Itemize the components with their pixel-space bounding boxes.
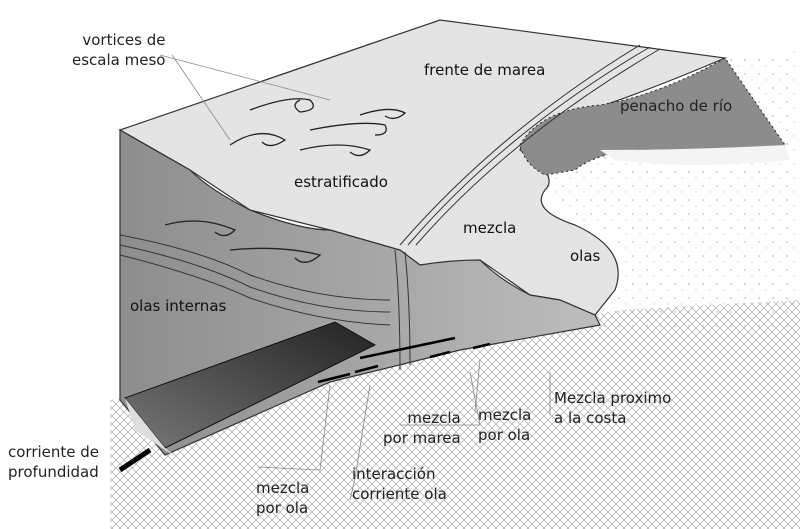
label-deep-current: corriente de profundidad <box>8 442 99 482</box>
leader-line <box>349 384 371 501</box>
label-line: corriente ola <box>352 485 447 503</box>
channel-floor <box>125 398 180 460</box>
label-wave-mixing-1: mezcla por ola <box>256 478 309 518</box>
front-line <box>404 251 411 366</box>
double-arrow <box>354 364 379 374</box>
double-arrow <box>317 372 351 384</box>
eddy-arrow <box>229 133 287 147</box>
leader-line <box>257 384 331 471</box>
label-line: mezcla <box>478 406 532 424</box>
eddy-arrow <box>164 220 237 237</box>
internal-wave-line <box>119 254 391 326</box>
label-mesoscale-eddies: vortices de escala meso <box>72 30 165 70</box>
label-line: interacción <box>352 465 436 483</box>
leader-line <box>474 359 481 413</box>
leader-line <box>159 54 331 101</box>
leader-line <box>171 54 231 141</box>
eddy-arrow <box>229 247 322 263</box>
double-arrow <box>359 336 456 360</box>
label-line: mezcla <box>256 479 310 497</box>
eddy-arrow <box>249 98 314 113</box>
label-line: vortices de <box>82 31 166 49</box>
label-line: corriente de <box>8 443 100 461</box>
leader-lines <box>159 54 551 501</box>
seabed <box>110 300 800 529</box>
label-current-wave-interaction: interacción corriente ola <box>352 464 447 504</box>
internal-wave-line <box>119 234 391 301</box>
label-stratified: estratificado <box>294 173 388 191</box>
deep-current-arrow <box>118 447 152 473</box>
label-wave-mixing-2: mezcla por ola <box>478 405 531 445</box>
label-nearshore-mixing: Mezcla proximo a la costa <box>554 388 671 428</box>
front-line <box>407 46 651 246</box>
sea-surface <box>118 19 728 316</box>
label-line: por ola <box>478 426 531 444</box>
eddies <box>164 98 407 263</box>
label-line: mezcla <box>407 409 461 427</box>
front-line <box>415 48 661 246</box>
label-river-plume: penacho de río <box>620 97 733 115</box>
front-line <box>399 44 641 246</box>
left-margin <box>0 0 110 529</box>
leader-line <box>400 371 481 426</box>
label-line: escala meso <box>72 51 166 69</box>
label-line: profundidad <box>8 463 99 481</box>
eddy-arrow <box>309 122 387 136</box>
label-line: por marea <box>383 429 461 447</box>
mixing-arrows <box>317 336 491 384</box>
label-line: por ola <box>256 499 309 517</box>
label-internal-waves: olas internas <box>130 297 227 315</box>
eddy-arrow <box>359 108 407 120</box>
internal-waves <box>119 44 661 371</box>
label-waves: olas <box>570 247 601 265</box>
double-arrow <box>429 350 451 359</box>
internal-wave-line <box>119 244 391 313</box>
double-arrow <box>472 342 491 350</box>
front-line <box>394 249 401 371</box>
label-line: Mezcla proximo <box>554 389 672 407</box>
label-tidal-mixing: mezcla por marea <box>383 408 461 448</box>
label-line: a la costa <box>554 409 627 427</box>
river-channel <box>600 145 790 165</box>
label-tidal-front: frente de marea <box>424 61 546 79</box>
eddy-arrow <box>299 144 372 157</box>
label-mixing: mezcla <box>463 219 517 237</box>
